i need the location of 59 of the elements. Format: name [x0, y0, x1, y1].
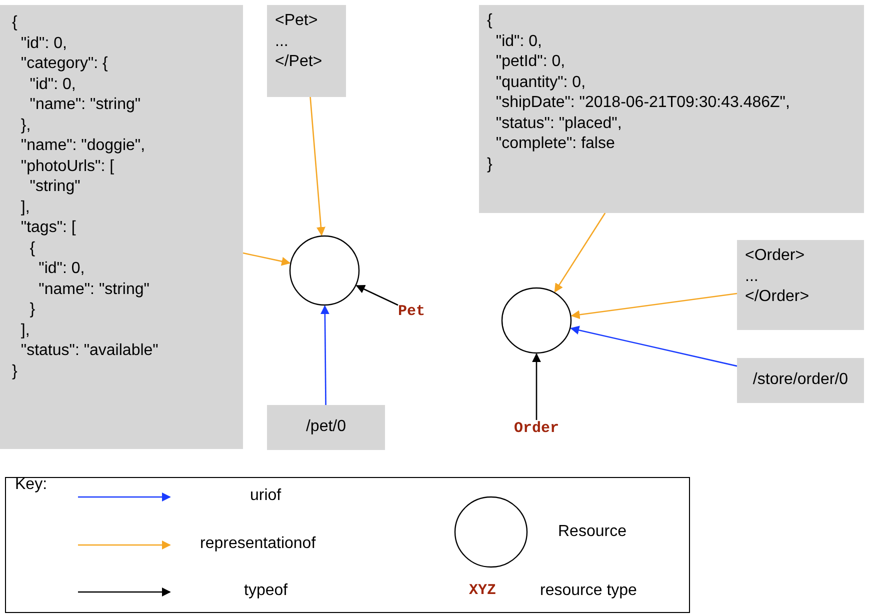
text-line: "category": { — [20, 54, 109, 74]
type-sample-label: XYZ — [469, 582, 496, 599]
resource-circle — [289, 235, 360, 306]
resource-circle — [501, 287, 572, 354]
text-line: "petId": 0, — [494, 52, 566, 72]
text-line: "string" — [28, 177, 82, 197]
text-line: } — [487, 154, 494, 174]
legend-text: resource type — [540, 582, 637, 600]
arrow — [570, 292, 738, 320]
legend-text: uriof — [250, 487, 282, 505]
text-line: "shipDate": "2018-06-21T09:30:43.486Z", — [494, 93, 791, 113]
text-line: <Pet> — [275, 11, 319, 31]
text-line: { — [12, 13, 18, 33]
text-line: </Pet> — [275, 52, 324, 72]
uri-box — [737, 358, 864, 403]
resource-type-label: Pet — [398, 303, 426, 320]
arrow — [310, 96, 326, 236]
text-line: }, — [20, 116, 32, 136]
text-line: "status": "placed", — [494, 114, 623, 134]
resource-type-label: Order — [514, 420, 560, 437]
text-line: "id": 0, — [494, 32, 543, 52]
text-line: "quantity": 0, — [494, 72, 587, 92]
text-line: "name": "string" — [28, 95, 142, 115]
representation-box — [267, 5, 346, 97]
representation-box — [0, 5, 243, 449]
representation-box — [737, 240, 864, 330]
text-line: ... — [745, 266, 760, 286]
text-line: "name": "doggie", — [20, 136, 146, 156]
arrow — [242, 252, 291, 266]
text-line: } — [28, 300, 36, 320]
arrow — [320, 305, 330, 405]
text-line: "tags": [ — [20, 218, 77, 238]
uri-text: /pet/0 — [306, 417, 346, 438]
text-line: ... — [275, 32, 290, 52]
text-line: ], — [20, 198, 31, 218]
text-line: </Order> — [745, 287, 810, 307]
legend-text: representationof — [200, 535, 316, 553]
text-line: "name": "string" — [38, 280, 150, 300]
legend-heading: Key: — [15, 476, 48, 494]
arrow — [532, 353, 541, 420]
text-line: <Order> — [745, 246, 806, 266]
uri-text: /store/order/0 — [752, 370, 848, 390]
text-line: } — [12, 362, 18, 382]
text-line: ], — [20, 320, 31, 340]
text-line: "id": 0, — [38, 259, 86, 279]
text-line: "id": 0, — [20, 34, 68, 54]
text-line: "status": "available" — [20, 341, 160, 361]
arrow — [570, 326, 738, 367]
legend-text: Resource — [558, 523, 626, 541]
arrow — [554, 212, 606, 293]
uri-box — [267, 405, 385, 450]
text-line: "photoUrls": [ — [20, 156, 116, 176]
text-line: { — [487, 11, 494, 31]
text-line: "complete": false — [494, 134, 616, 154]
legend-text: typeof — [244, 582, 288, 600]
text-line: "id": 0, — [28, 74, 77, 94]
text-line: { — [28, 238, 36, 258]
arrow — [356, 285, 398, 306]
representation-box — [479, 5, 864, 213]
